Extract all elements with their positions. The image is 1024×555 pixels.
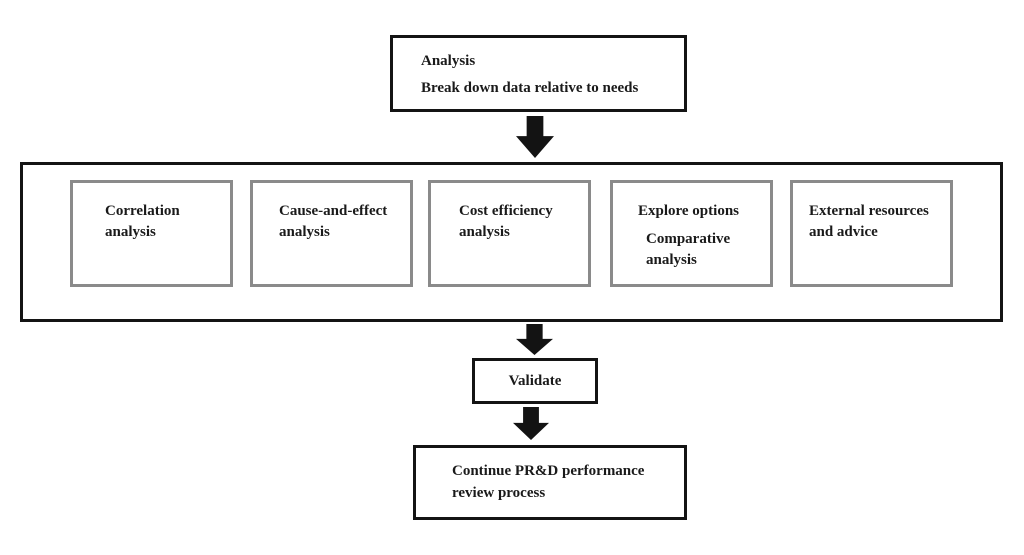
cost-efficiency-analysis-node: Cost efficiency analysis (428, 180, 591, 287)
validate-node: Validate (472, 358, 598, 404)
analysis-methods-container: Correlation analysis Cause-and-effect an… (20, 162, 1003, 322)
cost-efficiency-analysis-label: Cost efficiency analysis (459, 203, 553, 240)
down-arrow-icon (513, 407, 549, 440)
down-arrow-icon (516, 324, 553, 355)
cause-and-effect-analysis-label: Cause-and-effect analysis (279, 203, 388, 240)
validate-label: Validate (508, 372, 562, 389)
explore-options-label: Explore options (638, 203, 739, 219)
external-resources-node: External resources and advice (790, 180, 953, 287)
analysis-node-title: Analysis (421, 53, 476, 69)
comparative-analysis-label: Comparative analysis (646, 231, 731, 268)
correlation-analysis-node: Correlation analysis (70, 180, 233, 287)
analysis-node-subtitle: Break down data relative to needs (421, 80, 639, 96)
correlation-analysis-label: Correlation analysis (105, 203, 180, 240)
external-resources-label: External resources and advice (809, 203, 929, 240)
continue-review-node: Continue PR&D performance review process (413, 445, 687, 520)
continue-review-label: Continue PR&D performance review process (452, 463, 645, 501)
down-arrow-icon (516, 116, 554, 158)
cause-and-effect-analysis-node: Cause-and-effect analysis (250, 180, 413, 287)
analysis-node: Analysis Break down data relative to nee… (390, 35, 687, 112)
explore-options-node: Explore options Comparative analysis (610, 180, 773, 287)
